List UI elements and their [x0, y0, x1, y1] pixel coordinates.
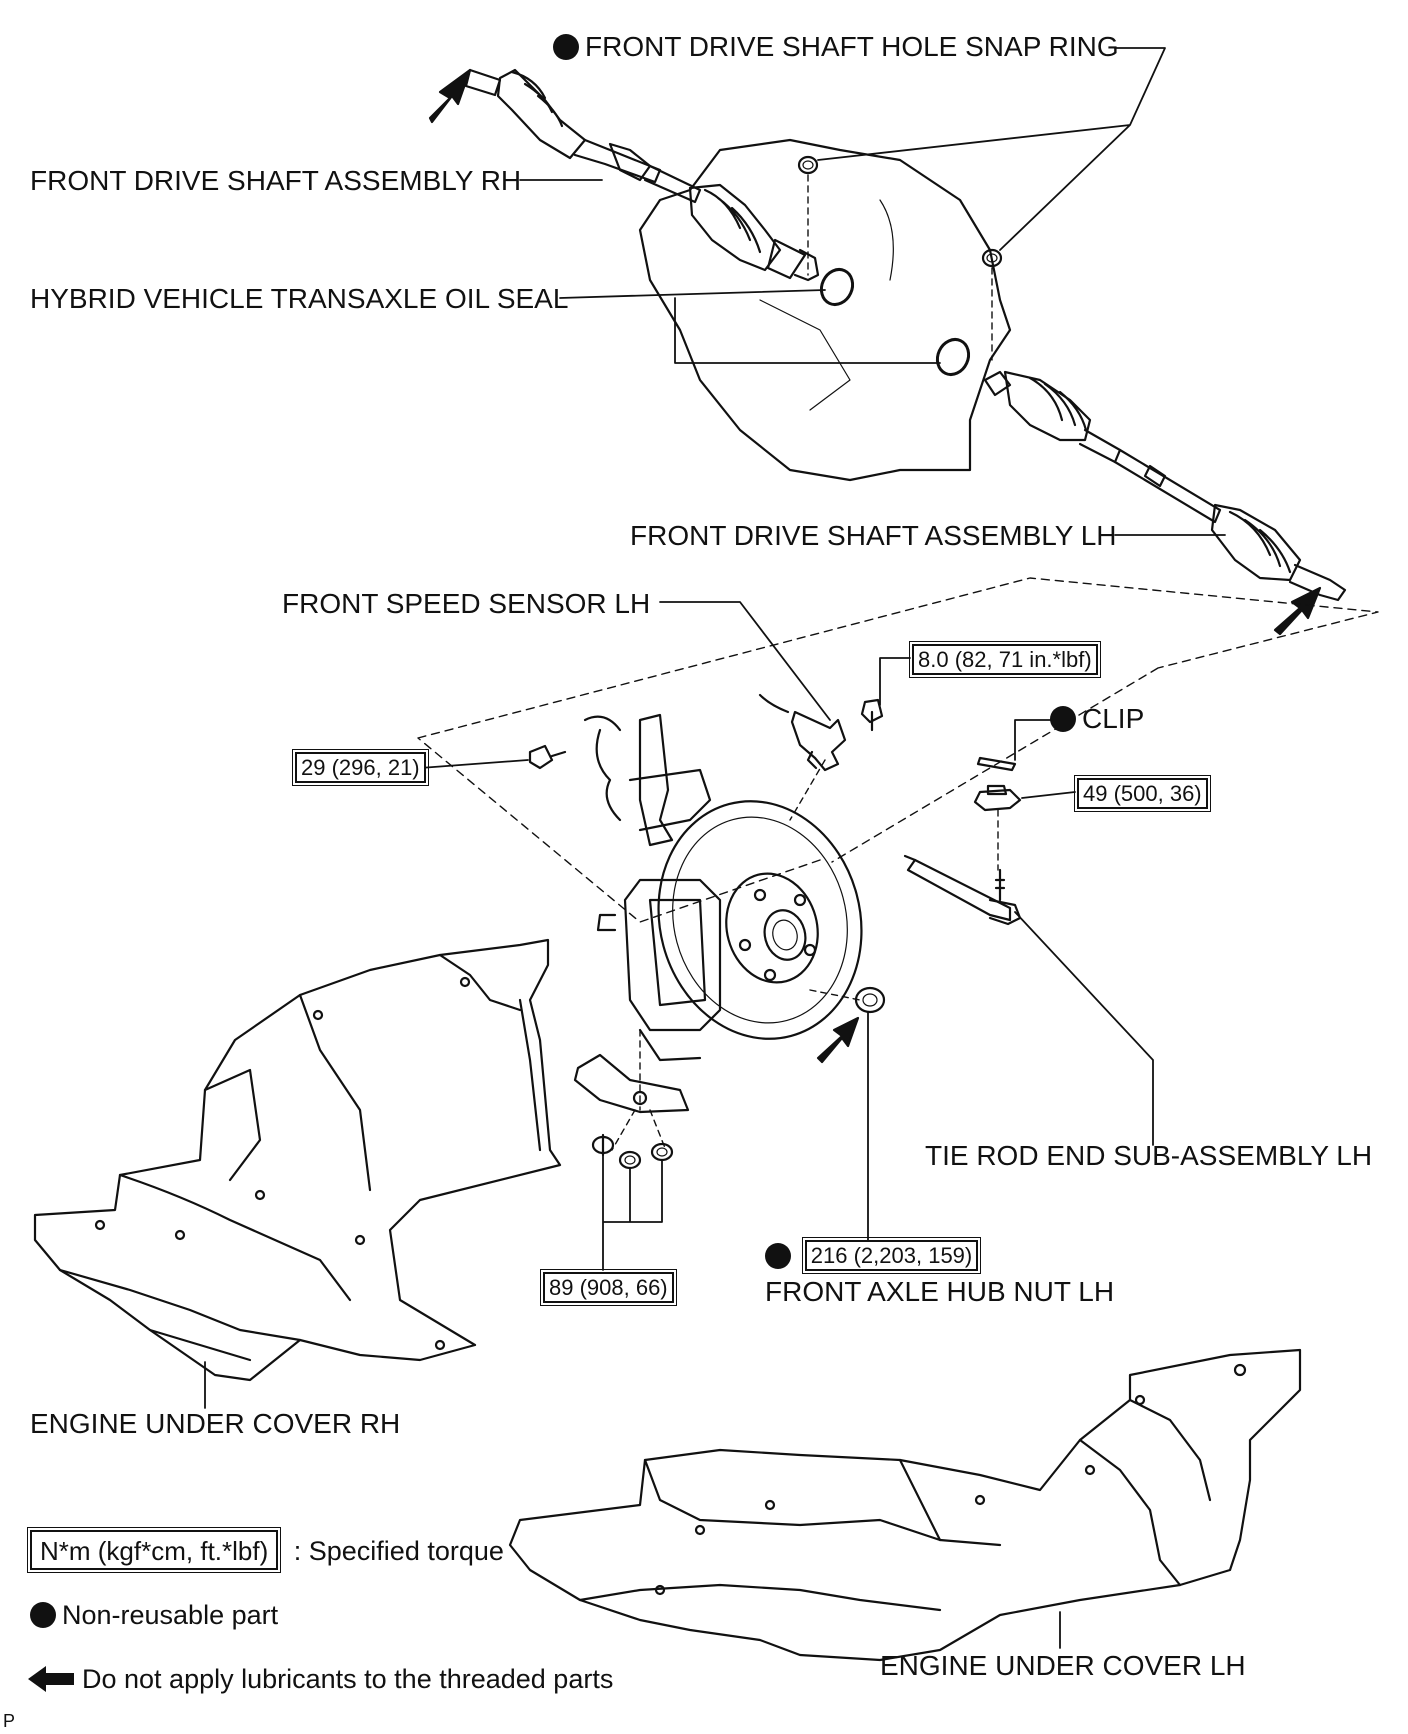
legend-non-reusable: Non-reusable part — [30, 1602, 278, 1629]
corner-mark: P — [3, 1711, 16, 1731]
tie-rod-end — [903, 854, 1022, 926]
assembly-plane — [417, 577, 1379, 923]
leader-tie-rod-nut — [1021, 791, 1076, 799]
leader-speed-sensor — [659, 601, 831, 721]
torque-bracket-bolt: 29 (296, 21) — [292, 749, 429, 786]
brake-caliper — [596, 878, 722, 1062]
label-snap-ring: FRONT DRIVE SHAFT HOLE SNAP RING — [553, 33, 1119, 61]
lower-arm-bolts — [591, 1133, 674, 1170]
torque-tie-rod-nut: 49 (500, 36) — [1074, 775, 1211, 812]
oil-seal-rh — [819, 267, 855, 307]
lower-arm-bracket — [573, 1053, 690, 1114]
label-under-cover-lh: ENGINE UNDER COVER LH — [880, 1650, 1246, 1681]
steering-knuckle — [583, 713, 712, 847]
hub-nut — [854, 986, 886, 1014]
legend-torque-desc: : Specified torque — [293, 1536, 504, 1566]
tie-rod-nut — [973, 784, 1022, 812]
label-clip: CLIP — [1050, 705, 1144, 733]
label-shaft-lh: FRONT DRIVE SHAFT ASSEMBLY LH — [630, 520, 1117, 551]
non-reusable-icon — [553, 34, 579, 60]
label-under-cover-rh: ENGINE UNDER COVER RH — [30, 1408, 401, 1439]
bracket-bolt — [528, 744, 567, 770]
oil-seal-lh — [935, 337, 971, 377]
label-hub-nut: FRONT AXLE HUB NUT LH — [765, 1276, 1115, 1307]
legend-no-lubricant: Do not apply lubricants to the threaded … — [28, 1666, 613, 1693]
speed-sensor — [758, 693, 847, 772]
drive-shaft-rh — [464, 68, 820, 282]
non-reusable-icon — [765, 1243, 791, 1269]
snap-ring-rh — [797, 155, 819, 175]
brake-disc — [657, 800, 863, 1040]
torque-hub-nut: 216 (2,203, 159) — [801, 1237, 982, 1274]
leader-lower-arm — [602, 1154, 663, 1271]
leader-bracket-bolt — [419, 759, 529, 769]
arrow-left-icon — [28, 1666, 74, 1692]
no-lubricant-arrow-lh — [1273, 586, 1322, 636]
drive-shaft-lh — [983, 370, 1347, 602]
leader-tie-rod — [1014, 911, 1154, 1146]
legend-torque-box: N*m (kgf*cm, ft.*lbf) — [26, 1527, 282, 1573]
hub-nut-torque-row: 216 (2,203, 159) — [765, 1237, 982, 1274]
leader-oil-seal — [559, 289, 941, 364]
non-reusable-icon — [1050, 706, 1076, 732]
clip-part — [976, 756, 1017, 772]
transaxle-housing — [638, 138, 1012, 482]
no-lubricant-arrow-rh — [428, 68, 472, 124]
label-oil-seal: HYBRID VEHICLE TRANSAXLE OIL SEAL — [30, 283, 569, 314]
speed-sensor-bolt — [860, 698, 884, 732]
engine-under-cover-rh-part — [33, 938, 562, 1382]
snap-ring-lh — [981, 248, 1003, 268]
legend-torque: N*m (kgf*cm, ft.*lbf) : Specified torque — [26, 1527, 504, 1573]
label-tie-rod: TIE ROD END SUB-ASSEMBLY LH — [925, 1140, 1373, 1171]
leader-snap-ring — [817, 47, 1166, 251]
label-speed-sensor: FRONT SPEED SENSOR LH — [282, 588, 651, 619]
filled-circle-icon — [30, 1602, 56, 1628]
engine-under-cover-lh-part — [508, 1348, 1302, 1662]
torque-speed-sensor-bolt: 8.0 (82, 71 in.*lbf) — [909, 641, 1101, 678]
leader-sensor-bolt — [879, 657, 911, 706]
no-lubricant-arrow-hub — [816, 1016, 860, 1064]
leader-clip — [1014, 719, 1056, 761]
label-shaft-rh: FRONT DRIVE SHAFT ASSEMBLY RH — [30, 165, 522, 196]
torque-lower-arm-bolts: 89 (908, 66) — [540, 1269, 677, 1306]
